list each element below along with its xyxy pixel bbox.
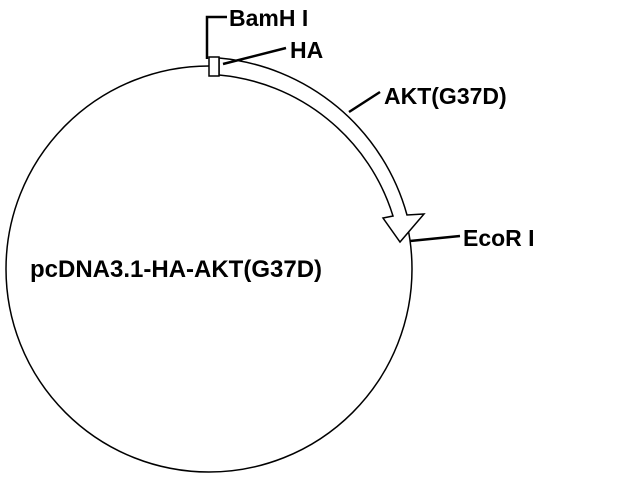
akt-insert-arrow [218,57,426,244]
bamhi-leader-line [205,15,227,59]
akt-leader-line [348,90,381,114]
ha-tag-box [208,56,220,77]
ecori-leader-line [409,234,461,243]
ha-leader-line [222,46,287,66]
bamhi-label: BamH I [229,5,308,31]
akt-label: AKT(G37D) [384,83,507,109]
ha-label: HA [290,37,323,63]
ecori-label: EcoR I [463,225,535,251]
plasmid-name-label: pcDNA3.1-HA-AKT(G37D) [30,256,322,283]
